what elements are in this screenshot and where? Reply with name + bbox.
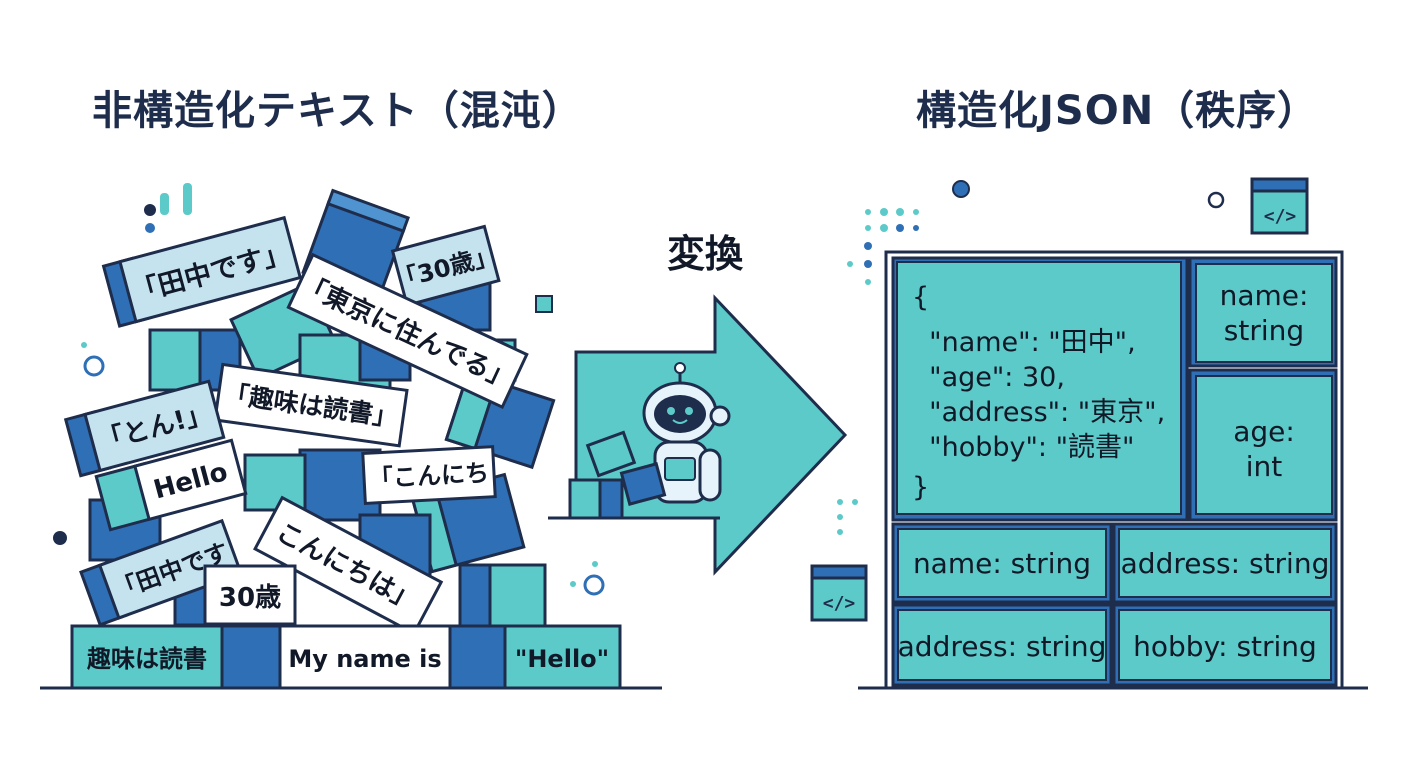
schema-cell-name-key: name: [1220,279,1309,312]
robot-icon [568,362,731,520]
json-line: "hobby": "読書" [912,432,1134,463]
dot-icon [592,561,598,567]
schema-cell-name [1195,263,1333,363]
dot-icon [53,531,67,545]
dot-icon [570,581,576,587]
schema-cell-text: hobby: string [1133,630,1317,663]
cube [218,624,282,690]
dot-icon [83,355,105,377]
cube [458,563,492,629]
label-text-hobby-2: 趣味は読書 [86,645,207,673]
schema-cell-name-type: string [1224,314,1304,347]
arrow-label: 変換 [667,232,744,276]
schema-cell-row2-left [897,609,1107,681]
svg-text:</>: </> [823,593,856,614]
code-window-icon: </> [810,564,868,622]
schema-cell-row2-right [1118,609,1332,681]
chaos-label [203,564,297,626]
json-line: "address": "東京", [912,397,1165,428]
title-unstructured-text: 非構造化テキスト（混沌） [92,88,583,134]
code-window-icon: </> [1250,177,1309,235]
dot-icon [183,183,192,215]
chaos-label [70,624,224,690]
json-structure: { "name": "田中", "age": 30, "address": "東… [810,177,1368,690]
chaos-label: 「こんにち [361,445,497,505]
dot-grid-icon [837,499,858,535]
json-line: "age": 30, [912,362,1065,393]
dot-icon [535,295,553,313]
schema-cell-age-key: age: [1233,415,1295,448]
label-text-30: 30歳 [219,583,281,613]
dot-icon [145,223,155,233]
dot-grid-icon [847,208,919,285]
cube [448,624,507,690]
title-structured-json: 構造化JSON（秩序） [916,88,1319,134]
schema-cell-text: name: string [913,547,1091,580]
chaos-label: Hello [94,438,248,532]
schema-cell-age-type: int [1246,450,1283,483]
cube [243,453,307,512]
schema-cell-row1-left [897,528,1107,598]
dot-icon [1207,191,1225,209]
json-line: "name": "田中", [912,327,1136,358]
label-text-hello-quoted: "Hello" [515,645,609,673]
schema-cell-text: address: string [1121,547,1330,580]
svg-text:</>: </> [1264,206,1297,227]
chaos-label [503,624,622,690]
dot-icon [81,342,87,348]
dot-icon [144,204,156,216]
json-code-block [896,261,1182,515]
label-text-myname: My name is [288,645,441,673]
json-line: } [912,472,929,503]
schema-cell-age [1195,375,1333,515]
dot-icon [160,193,169,215]
schema-cell-row1-right [1118,528,1332,598]
dot-icon [952,180,970,198]
chaos-pile: 「田中です」 「30歳」 「東京に住んでる」 「趣味は読書」 「とん!」 Hel… [40,183,662,690]
dot-icon [583,574,605,596]
json-line: { [912,282,929,313]
chaos-label [278,624,452,690]
chaos-label: 「30歳」 [390,224,501,308]
schema-cell-text: address: string [898,630,1107,663]
label-text-konnichi: 「こんにち [368,459,489,493]
chaos-label: 「趣味は読書」 [213,362,409,448]
transform-arrow: 変換 [548,232,848,576]
